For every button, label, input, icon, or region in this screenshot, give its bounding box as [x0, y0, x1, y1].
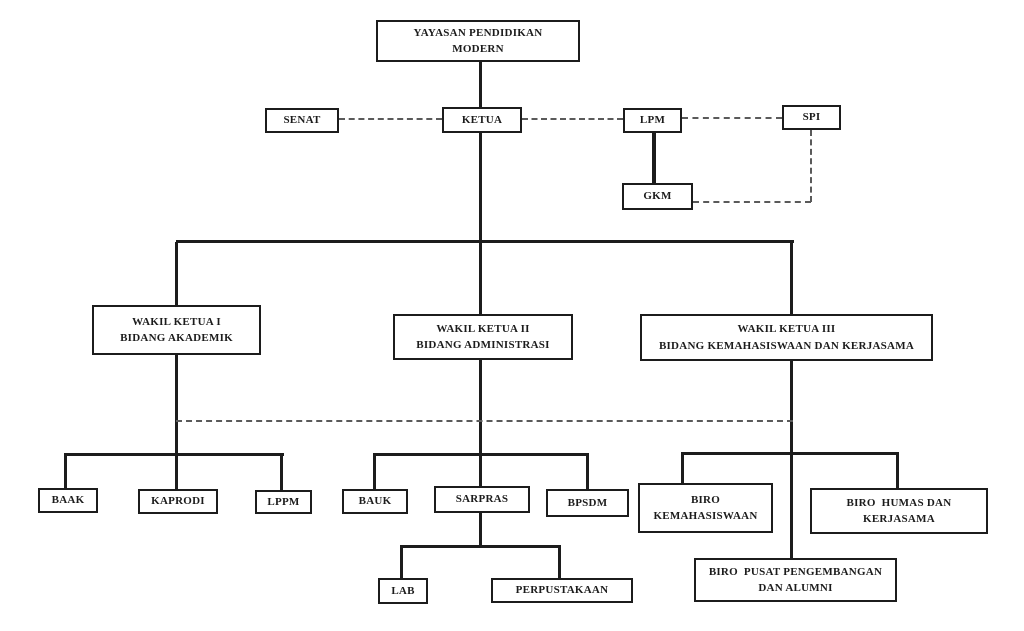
dashed-lpm-spi [682, 117, 782, 119]
node-biro-kemahasiswaan: BIRO KEMAHASISWAAN [638, 483, 773, 533]
connector-sarpras-children [400, 545, 561, 548]
node-wakil-ketua-2: WAKIL KETUA II BIDANG ADMINISTRASI [393, 314, 573, 360]
drop-baak [64, 455, 67, 488]
drop-biro-humas [896, 454, 899, 488]
node-ketua: KETUA [442, 107, 522, 133]
node-label: SPI [802, 111, 821, 124]
connector-wakil3-children [681, 452, 899, 455]
node-spi: SPI [782, 105, 841, 130]
line-drop-wakil3 [790, 242, 793, 314]
node-biro-humas-dan-kerjasama: BIRO HUMAS DAN KERJASAMA [810, 488, 988, 534]
drop-lppm [280, 455, 283, 490]
node-yayasan-pendidikan-modern: YAYASAN PENDIDIKAN MODERN [376, 20, 580, 62]
node-label: BIRO HUMAS DAN [846, 496, 952, 509]
node-wakil-ketua-1: WAKIL KETUA I BIDANG AKADEMIK [92, 305, 261, 355]
node-label: BIRO [690, 493, 721, 506]
drop-bpsdm [586, 455, 589, 489]
line-ketua-trunk [479, 133, 482, 314]
node-label: BPSDM [567, 496, 608, 509]
node-baak: BAAK [38, 488, 98, 513]
node-label: WAKIL KETUA II [436, 322, 530, 335]
node-label: MODERN [452, 43, 504, 55]
node-label: BIDANG AKADEMIK [120, 332, 233, 344]
drop-biro-kemahasiswaan [681, 454, 684, 483]
dashed-ketua-lpm [522, 118, 623, 120]
drop-lab [400, 547, 403, 578]
node-label: KETUA [461, 113, 503, 126]
connector-wakil1-children [64, 453, 284, 456]
node-label: LAB [391, 584, 415, 597]
drop-bauk [373, 455, 376, 489]
drop-perpustakaan [558, 547, 561, 578]
node-label: DAN ALUMNI [758, 582, 833, 594]
line-wakil-distribution [176, 240, 794, 243]
node-sarpras: SARPRAS [434, 486, 530, 513]
node-gkm: GKM [622, 183, 693, 210]
node-label: LPM [639, 114, 666, 127]
line-drop-wakil1 [175, 242, 178, 305]
node-biro-pusat-pengembangan-dan-alumni: BIRO PUSAT PENGEMBANGAN DAN ALUMNI [694, 558, 897, 602]
node-label: KERJASAMA [863, 513, 935, 525]
dashed-senat-ketua [339, 118, 442, 120]
node-bpsdm: BPSDM [546, 489, 629, 517]
node-label: WAKIL KETUA III [737, 323, 836, 335]
dashed-spi-down [810, 130, 812, 202]
node-label: BIDANG ADMINISTRASI [416, 339, 550, 351]
node-label: BAUK [358, 495, 392, 508]
line-wakil3-trunk [790, 361, 793, 558]
line-wakil1-trunk [175, 355, 178, 489]
node-lab: LAB [378, 578, 428, 604]
node-label: YAYASAN PENDIDIKAN [413, 26, 543, 39]
node-perpustakaan: PERPUSTAKAAN [491, 578, 633, 603]
node-label: KEMAHASISWAAN [653, 510, 758, 522]
line-yayasan-ketua [479, 62, 482, 107]
node-lppm: LPPM [255, 490, 312, 514]
line-sarpras-trunk [479, 513, 482, 547]
node-wakil-ketua-3: WAKIL KETUA III BIDANG KEMAHASISWAAN DAN… [640, 314, 933, 361]
dashed-coordination-line [176, 420, 793, 422]
connector-wakil2-children [373, 453, 589, 456]
node-senat: SENAT [265, 108, 339, 133]
node-bauk: BAUK [342, 489, 408, 514]
dashed-spi-gkm [693, 201, 811, 203]
node-label: LPPM [267, 495, 300, 508]
line-wakil2-trunk [479, 360, 482, 486]
node-label: KAPRODI [151, 495, 205, 508]
node-kaprodi: KAPRODI [138, 489, 218, 514]
node-label: SARPRAS [455, 493, 509, 506]
node-label: BIDANG KEMAHASISWAAN DAN KERJASAMA [658, 339, 915, 352]
line-lpm-gkm [652, 133, 656, 183]
node-lpm: LPM [623, 108, 682, 133]
node-label: WAKIL KETUA I [132, 315, 221, 328]
node-label: BAAK [51, 494, 85, 507]
node-label: GKM [643, 190, 672, 203]
node-label: PERPUSTAKAAN [515, 584, 609, 597]
node-label: SENAT [283, 114, 321, 127]
node-label: BIRO PUSAT PENGEMBANGAN [708, 565, 883, 578]
